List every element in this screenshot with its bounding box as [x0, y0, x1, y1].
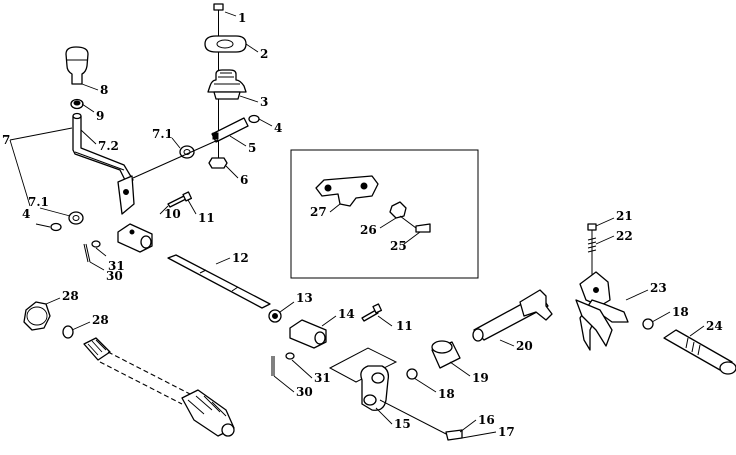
part-5-lever-pin	[211, 117, 249, 143]
part-1-bolt	[213, 3, 224, 20]
callout-11-lower: 11	[396, 319, 413, 333]
callout-6: 6	[240, 173, 248, 187]
callout-10: 10	[164, 207, 181, 221]
part-3-rubber-boot	[207, 69, 247, 100]
callout-1: 1	[238, 11, 246, 25]
callout-27: 27	[310, 205, 327, 219]
part-16-17-strip	[379, 399, 463, 441]
callout-28-washer: 28	[92, 313, 109, 327]
callout-16: 16	[478, 413, 495, 427]
part-30-pin-left	[83, 243, 91, 263]
part-21-bolt	[587, 223, 597, 231]
callout-3: 3	[260, 95, 268, 109]
part-20-shaft	[472, 289, 553, 342]
part-4-washer-lower	[50, 222, 62, 232]
part-13-nut	[268, 309, 282, 323]
callout-30-left: 30	[106, 269, 123, 283]
part-31-ring-left	[91, 240, 101, 248]
part-12-shaft	[167, 254, 271, 309]
part-23-fork	[575, 271, 629, 351]
leader-lines	[9, 11, 705, 439]
main-shaft	[83, 337, 235, 437]
callout-31-right: 31	[314, 371, 331, 385]
part-2-gasket	[204, 35, 247, 53]
callout-15: 15	[394, 417, 411, 431]
part-4-washer-upper	[248, 114, 260, 124]
callout-31-left: 31	[108, 259, 125, 273]
part-7-lever-arm	[72, 112, 135, 215]
inset-frame	[290, 149, 479, 279]
lever-axis-line	[132, 139, 219, 179]
part-18-ring-lower	[406, 368, 418, 380]
callout-25: 25	[390, 239, 407, 253]
part-31-ring-right	[285, 352, 295, 360]
plate-outline	[328, 347, 398, 383]
part-14-shift-block-lower	[289, 319, 327, 349]
callout-28-nut: 28	[62, 289, 79, 303]
part-27-bracket	[315, 175, 379, 207]
callout-4-lower: 4	[22, 207, 30, 221]
callout-30-right: 30	[296, 385, 313, 399]
callout-17: 17	[498, 425, 515, 439]
callout-22: 22	[616, 229, 633, 243]
callout-11-upper: 11	[198, 211, 215, 225]
part-25-bolt	[399, 215, 431, 233]
callout-7-1-upper: 7.1	[152, 127, 173, 141]
part-15-fork	[360, 365, 390, 411]
callout-labels: 1 2 3 4 5 6 7.1 8 9 7.2 7 7.1 4 10 11 30…	[2, 11, 723, 439]
callout-2: 2	[260, 47, 268, 61]
part-10-screw	[167, 191, 193, 208]
callout-19: 19	[472, 371, 489, 385]
callout-5: 5	[248, 141, 256, 155]
part-30-pin-right	[271, 356, 275, 376]
part-9-collar	[70, 98, 84, 110]
callout-26: 26	[360, 223, 377, 237]
callout-8: 8	[100, 83, 108, 97]
part-28-washer	[62, 325, 74, 339]
callout-7-1-lower: 7.1	[28, 195, 49, 209]
callout-12: 12	[232, 251, 249, 265]
shift-block	[117, 223, 153, 253]
part-19-sleeve	[431, 340, 461, 369]
part-24-shaft	[663, 329, 736, 375]
callout-24: 24	[706, 319, 723, 333]
part-6-nut	[208, 157, 228, 169]
callout-13: 13	[296, 291, 313, 305]
callout-7: 7	[2, 133, 10, 147]
part-18-ring-upper	[642, 318, 654, 330]
callout-20: 20	[516, 339, 533, 353]
callout-9: 9	[96, 109, 104, 123]
part-8-knob	[65, 46, 89, 85]
part-11-screw-lower	[361, 303, 383, 322]
callout-4-upper: 4	[274, 121, 282, 135]
callout-7-2: 7.2	[98, 139, 119, 153]
callout-23: 23	[650, 281, 667, 295]
callout-14: 14	[338, 307, 355, 321]
part-26-nut	[389, 201, 407, 219]
callout-18-upper: 18	[672, 305, 689, 319]
part-7-1-bushing-lower	[68, 211, 84, 225]
callout-18-lower: 18	[438, 387, 455, 401]
part-28-nut	[23, 301, 51, 331]
callout-21: 21	[616, 209, 633, 223]
